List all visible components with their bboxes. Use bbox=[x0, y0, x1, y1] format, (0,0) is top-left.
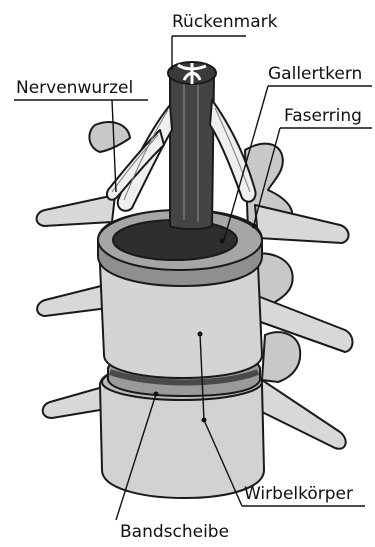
label-vertebral-body: Wirbelkörper bbox=[244, 484, 353, 504]
label-nucleus: Gallertkern bbox=[268, 64, 362, 84]
label-annulus: Faserring bbox=[284, 106, 362, 126]
spinal-cord bbox=[170, 75, 214, 229]
transverse-processes-right bbox=[255, 205, 353, 449]
label-spinal-cord: Rückenmark bbox=[172, 12, 277, 32]
label-disc: Bandscheibe bbox=[120, 522, 229, 542]
label-nerve-root: Nervenwurzel bbox=[16, 78, 133, 98]
